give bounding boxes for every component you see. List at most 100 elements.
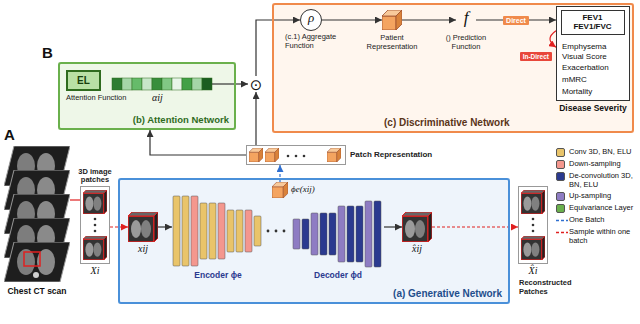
weight-cell xyxy=(142,78,152,90)
patch-cube xyxy=(249,148,263,162)
outcome: FEV1 xyxy=(564,13,622,23)
caption: Patient Representation xyxy=(361,34,423,51)
function-label: Attention Function xyxy=(66,93,126,102)
up-layer xyxy=(365,201,372,267)
ct-stack xyxy=(4,146,70,282)
down-layer xyxy=(191,196,198,266)
panel-title: (c) Discriminative Network xyxy=(384,117,510,128)
dot xyxy=(267,230,270,233)
legend-line xyxy=(556,220,568,221)
patch-representation-strip: Patch Representation xyxy=(246,145,346,165)
latent-code: ϕe(xij) xyxy=(272,182,288,198)
legend-text: De-convolution 3D, BN, ELU xyxy=(569,172,638,189)
legend-text: Sample within one batch xyxy=(569,228,638,245)
disease-severity-box: Emphysema Visual ScoreExacerbationmMRCMo… xyxy=(556,6,630,101)
attention-weights xyxy=(112,78,212,90)
symbol: ρ xyxy=(301,10,321,26)
latent-cube xyxy=(272,182,288,198)
dot xyxy=(532,218,535,221)
outcome: mMRC xyxy=(562,75,625,85)
math-label: Xi xyxy=(81,265,109,276)
up-layer xyxy=(338,206,345,262)
conv-layer xyxy=(209,203,216,259)
edge-tag: In-Direct xyxy=(520,52,552,61)
legend-line-sample xyxy=(556,228,568,237)
function-label: () Prediction Function xyxy=(431,34,501,51)
weight-cell xyxy=(162,78,172,90)
patch-batch: 3D image patchesXi xyxy=(80,186,110,264)
reconstructed-patch: x̂ij xyxy=(402,212,432,242)
dot xyxy=(94,218,97,221)
symbol: f xyxy=(456,8,476,28)
deconv-layer xyxy=(356,206,363,262)
weight-cell xyxy=(152,78,162,90)
encoder-layers xyxy=(173,196,261,266)
symbol: ⊙ xyxy=(248,76,264,94)
lung-function-box: FEV1FEV1/FVC xyxy=(561,10,625,35)
product-operator: ⊙ xyxy=(248,76,264,92)
legend-entry: Sample within one batch xyxy=(556,228,638,245)
legend-text: Down-sampling xyxy=(569,160,621,169)
weight-cell xyxy=(122,78,132,90)
legend-swatch xyxy=(556,160,565,169)
legend-line-sample xyxy=(556,216,568,225)
image-patch xyxy=(402,212,432,242)
deconv-layer xyxy=(320,213,327,255)
dot xyxy=(295,155,298,158)
outcome: Mortality xyxy=(562,87,625,97)
image-patch xyxy=(83,236,107,260)
deconv-layer xyxy=(302,219,309,249)
weight-cell xyxy=(172,78,182,90)
math-label: X̂i xyxy=(519,265,547,276)
panel-title: (b) Attention Network xyxy=(133,114,229,125)
legend-text: One Batch xyxy=(569,216,604,225)
image-patch xyxy=(521,236,545,260)
equivariance-layer-box: EL xyxy=(66,70,101,91)
connector xyxy=(322,19,382,20)
ct-slice xyxy=(4,242,70,282)
conv-layer xyxy=(227,210,234,252)
legend: Conv 3D, BN, ELU Down-samplingDe-convolut… xyxy=(556,148,638,249)
image-patch xyxy=(521,190,545,214)
math-label: ϕe(xij) xyxy=(291,184,315,194)
legend-swatch xyxy=(556,148,565,157)
legend-text: Up-sampling xyxy=(569,192,611,201)
panel-letter: B xyxy=(42,44,53,61)
conv-layer xyxy=(254,216,261,246)
legend-text: Equivariance Layer xyxy=(569,204,633,213)
patch-cube xyxy=(327,148,341,162)
outcome: FEV1/FVC xyxy=(564,22,622,32)
caption: Chest CT scan xyxy=(2,286,72,296)
aggregate-circle: ρ(c.1) Aggregate Function xyxy=(300,9,322,31)
panel-title: (a) Generative Network xyxy=(393,288,502,299)
discriminative-panel-fill xyxy=(272,3,634,133)
edge-tag: Direct xyxy=(503,16,529,25)
function-label: (c.1) Aggregate Function xyxy=(285,33,361,50)
reconstructed-batch: X̂iReconstructed Patches xyxy=(518,186,548,264)
dot xyxy=(283,230,286,233)
up-layer xyxy=(293,219,300,249)
connector xyxy=(432,226,518,227)
patch-cube xyxy=(265,148,279,162)
legend-entry: Equivariance Layer xyxy=(556,204,638,213)
patient-representation: Patient Representation xyxy=(382,10,402,30)
legend-swatch xyxy=(556,204,565,213)
legend-entry: Conv 3D, BN, ELU xyxy=(556,148,638,157)
chest-ct-scan: Chest CT scan xyxy=(4,146,70,284)
up-layer xyxy=(311,213,318,255)
legend-text: Conv 3D, BN, ELU xyxy=(569,148,632,157)
down-layer xyxy=(218,203,225,259)
attention-function: ELAttention Function xyxy=(66,70,101,91)
image-patch xyxy=(83,190,107,214)
image-patch xyxy=(128,212,158,242)
caption: Reconstructed Patches xyxy=(519,279,591,296)
caption: 3D image patches xyxy=(69,168,121,185)
weight-cell xyxy=(192,78,202,90)
legend-swatch xyxy=(556,172,565,181)
generative-panel-fill xyxy=(118,178,510,304)
caption: Decoder ϕd xyxy=(292,270,384,280)
discriminative-network-box: (c) Discriminative Networkρ(c.1) Aggrega… xyxy=(272,3,634,133)
caption: Patch Representation xyxy=(350,150,432,159)
dot xyxy=(287,155,290,158)
